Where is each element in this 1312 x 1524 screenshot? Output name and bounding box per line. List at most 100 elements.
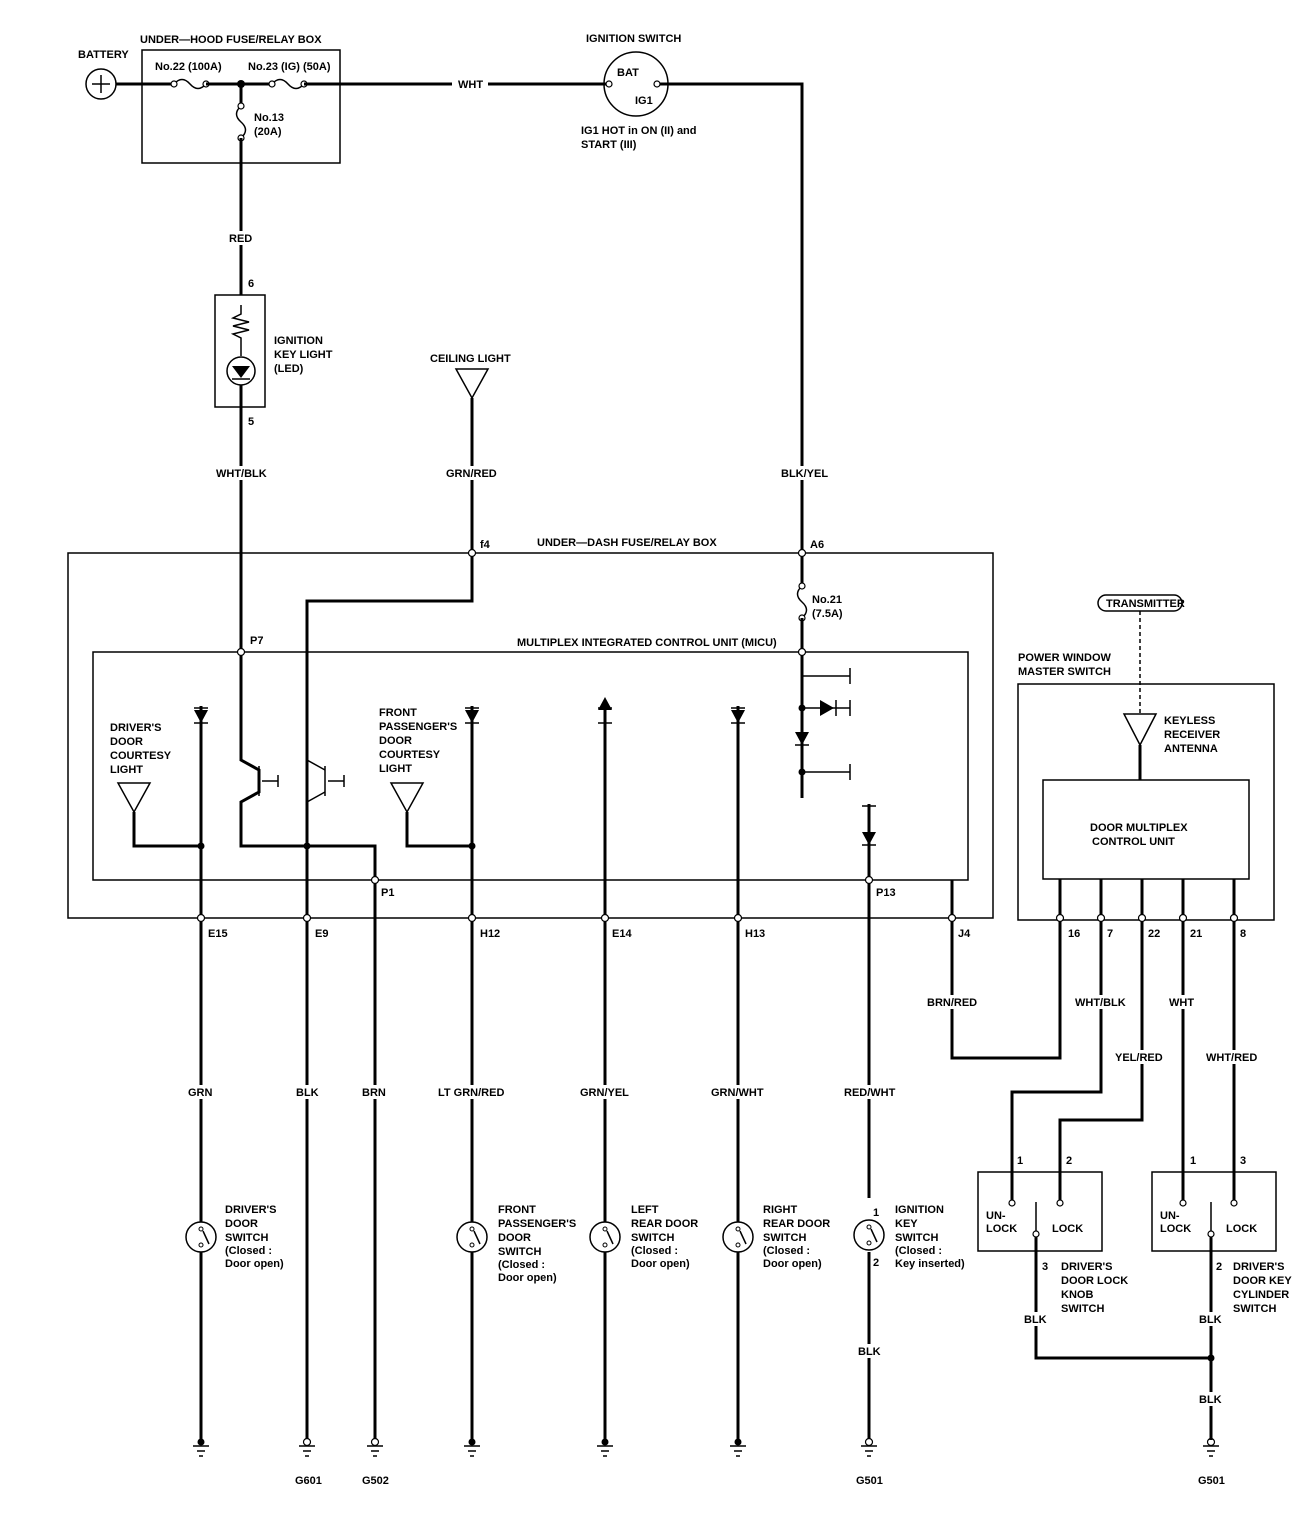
- ground-symbols: [193, 1437, 1219, 1457]
- cyl-pin2: 2: [1216, 1261, 1222, 1273]
- left-rear-switch-line3: SWITCH: [631, 1232, 674, 1244]
- courtesy-driver-line3: COURTESY: [110, 750, 172, 762]
- knob-name-4: SWITCH: [1061, 1303, 1104, 1315]
- knob-pin3: 3: [1042, 1261, 1048, 1273]
- knob-pin2: 2: [1066, 1155, 1072, 1167]
- wire-lt-grn-red: LT GRN/RED: [438, 1087, 504, 1099]
- knob-lock: LOCK: [1052, 1223, 1083, 1235]
- driver-door-switch-line2: DOOR: [225, 1218, 258, 1230]
- under-hood-fuse-relay-box: UNDER—HOOD FUSE/RELAY BOX No.22 (100A) N…: [140, 34, 341, 164]
- ign-key-switch-line3: SWITCH: [895, 1232, 938, 1244]
- keyless-label-2: RECEIVER: [1164, 729, 1220, 741]
- ground-g501-a: G501: [856, 1475, 883, 1487]
- fuse23-icon: [271, 78, 305, 90]
- wire-blk-cyl: BLK: [1199, 1314, 1222, 1326]
- front-pass-switch-line5: (Closed :: [498, 1259, 545, 1271]
- wire-blk: BLK: [296, 1087, 319, 1099]
- knob-pin1: 1: [1017, 1155, 1023, 1167]
- ground-g502: G502: [362, 1475, 389, 1487]
- left-rear-door-switch-icon: [589, 1221, 621, 1253]
- left-rear-switch-line4: (Closed :: [631, 1245, 678, 1257]
- pin-8: 8: [1240, 928, 1246, 940]
- ignition-switch: IGNITION SWITCH BAT IG1 IG1 HOT in ON (I…: [581, 33, 697, 151]
- pin-7: 7: [1107, 928, 1113, 940]
- door-multiplex-control-unit: [1042, 779, 1250, 880]
- power-window-master-switch: POWER WINDOW MASTER SWITCH KEYLESS RECEI…: [1017, 652, 1275, 921]
- ignition-key-switch-icon: [853, 1219, 885, 1251]
- fuse21-label-b: (7.5A): [812, 608, 843, 620]
- courtesy-passenger-line1: FRONT: [379, 707, 417, 719]
- micu-title: MULTIPLEX INTEGRATED CONTROL UNIT (MICU): [517, 637, 777, 649]
- fuse13-label-a: No.13: [254, 112, 284, 124]
- left-rear-door-switch: LEFT REAR DOOR SWITCH (Closed : Door ope…: [589, 1204, 698, 1270]
- pin-e14: E14: [612, 928, 632, 940]
- wire-grn: GRN: [188, 1087, 213, 1099]
- courtesy-driver-line1: DRIVER'S: [110, 722, 162, 734]
- wire-wht-blk: WHT/BLK: [216, 468, 267, 480]
- pwms-outline: [1017, 683, 1275, 921]
- under-dash-box-outline: [67, 552, 994, 919]
- courtesy-driver-line2: DOOR: [110, 736, 143, 748]
- fuse23-label: No.23 (IG) (50A): [248, 61, 331, 73]
- ignition-note-b: START (III): [581, 139, 637, 151]
- knob-name-1: DRIVER'S: [1061, 1261, 1113, 1273]
- pin-h12: H12: [480, 928, 500, 940]
- wire-red-wht: RED/WHT: [844, 1087, 896, 1099]
- ign-key-switch-line1: IGNITION: [895, 1204, 944, 1216]
- pin-h13: H13: [745, 928, 765, 940]
- cyl-pin1: 1: [1190, 1155, 1196, 1167]
- ign-key-switch-line2: KEY: [895, 1218, 918, 1230]
- wire-blk-knob: BLK: [1024, 1314, 1047, 1326]
- knob-unlock-a: UN-: [986, 1210, 1006, 1222]
- front-pass-switch-line2: PASSENGER'S: [498, 1218, 576, 1230]
- key-light-label-1: IGNITION: [274, 335, 323, 347]
- door-mux-label-2: CONTROL UNIT: [1092, 836, 1175, 848]
- pin-16: 16: [1068, 928, 1080, 940]
- driver-door-switch-line3: SWITCH: [225, 1232, 268, 1244]
- front-passenger-courtesy-light: FRONT PASSENGER'S DOOR COURTESY LIGHT: [379, 707, 457, 814]
- pin-f4: f4: [480, 539, 491, 551]
- under-dash-box-title: UNDER—DASH FUSE/RELAY BOX: [537, 537, 717, 549]
- resistor-icon: [230, 305, 250, 356]
- ign-key-switch-line5: Key inserted): [895, 1258, 965, 1270]
- cyl-name-2: DOOR KEY: [1233, 1275, 1292, 1287]
- driver-door-switch-line5: Door open): [225, 1258, 284, 1270]
- keyless-label-1: KEYLESS: [1164, 715, 1215, 727]
- wire-brn: BRN: [362, 1087, 386, 1099]
- fuse21-label-a: No.21: [812, 594, 842, 606]
- front-pass-switch-line4: SWITCH: [498, 1246, 541, 1258]
- knob-name-3: KNOB: [1061, 1289, 1093, 1301]
- transmitter: TRANSMITTER: [1097, 594, 1185, 612]
- ignition-switch-title: IGNITION SWITCH: [586, 33, 681, 45]
- pin-21: 21: [1190, 928, 1202, 940]
- pin-e9: E9: [315, 928, 328, 940]
- wire-wht-2: WHT: [1169, 997, 1194, 1009]
- driver-courtesy-light-icon: [116, 782, 152, 814]
- right-rear-switch-line4: (Closed :: [763, 1245, 810, 1257]
- courtesy-passenger-line2: PASSENGER'S: [379, 721, 457, 733]
- cyl-lock: LOCK: [1226, 1223, 1257, 1235]
- wire-red: RED: [229, 233, 252, 245]
- battery-label: BATTERY: [78, 49, 129, 61]
- left-rear-switch-line5: Door open): [631, 1258, 690, 1270]
- under-hood-box-title: UNDER—HOOD FUSE/RELAY BOX: [140, 34, 322, 46]
- ignition-bat-label: BAT: [617, 67, 639, 79]
- under-dash-fuse-relay-box: UNDER—DASH FUSE/RELAY BOX f4 A6 No.21 (7…: [67, 536, 994, 919]
- right-rear-door-switch: RIGHT REAR DOOR SWITCH (Closed : Door op…: [722, 1204, 830, 1270]
- driver-door-switch: DRIVER'S DOOR SWITCH (Closed : Door open…: [185, 1204, 284, 1270]
- pwms-label-1: POWER WINDOW: [1018, 652, 1111, 664]
- ign-key-switch-pin1: 1: [873, 1207, 879, 1219]
- driver-door-switch-line1: DRIVER'S: [225, 1204, 277, 1216]
- right-rear-switch-line5: Door open): [763, 1258, 822, 1270]
- front-pass-switch-line1: FRONT: [498, 1204, 536, 1216]
- fuse21-icon: [796, 585, 808, 619]
- ceiling-light-icon: [454, 368, 490, 400]
- micu: MULTIPLEX INTEGRATED CONTROL UNIT (MICU)…: [92, 635, 969, 881]
- ground-g501-b: G501: [1198, 1475, 1225, 1487]
- driver-door-switch-icon: [185, 1221, 217, 1253]
- wire-grn-red: GRN/RED: [446, 468, 497, 480]
- cyl-unlock-b: LOCK: [1160, 1223, 1191, 1235]
- cyl-name-3: CYLINDER: [1233, 1289, 1289, 1301]
- fuse22-label: No.22 (100A): [155, 61, 222, 73]
